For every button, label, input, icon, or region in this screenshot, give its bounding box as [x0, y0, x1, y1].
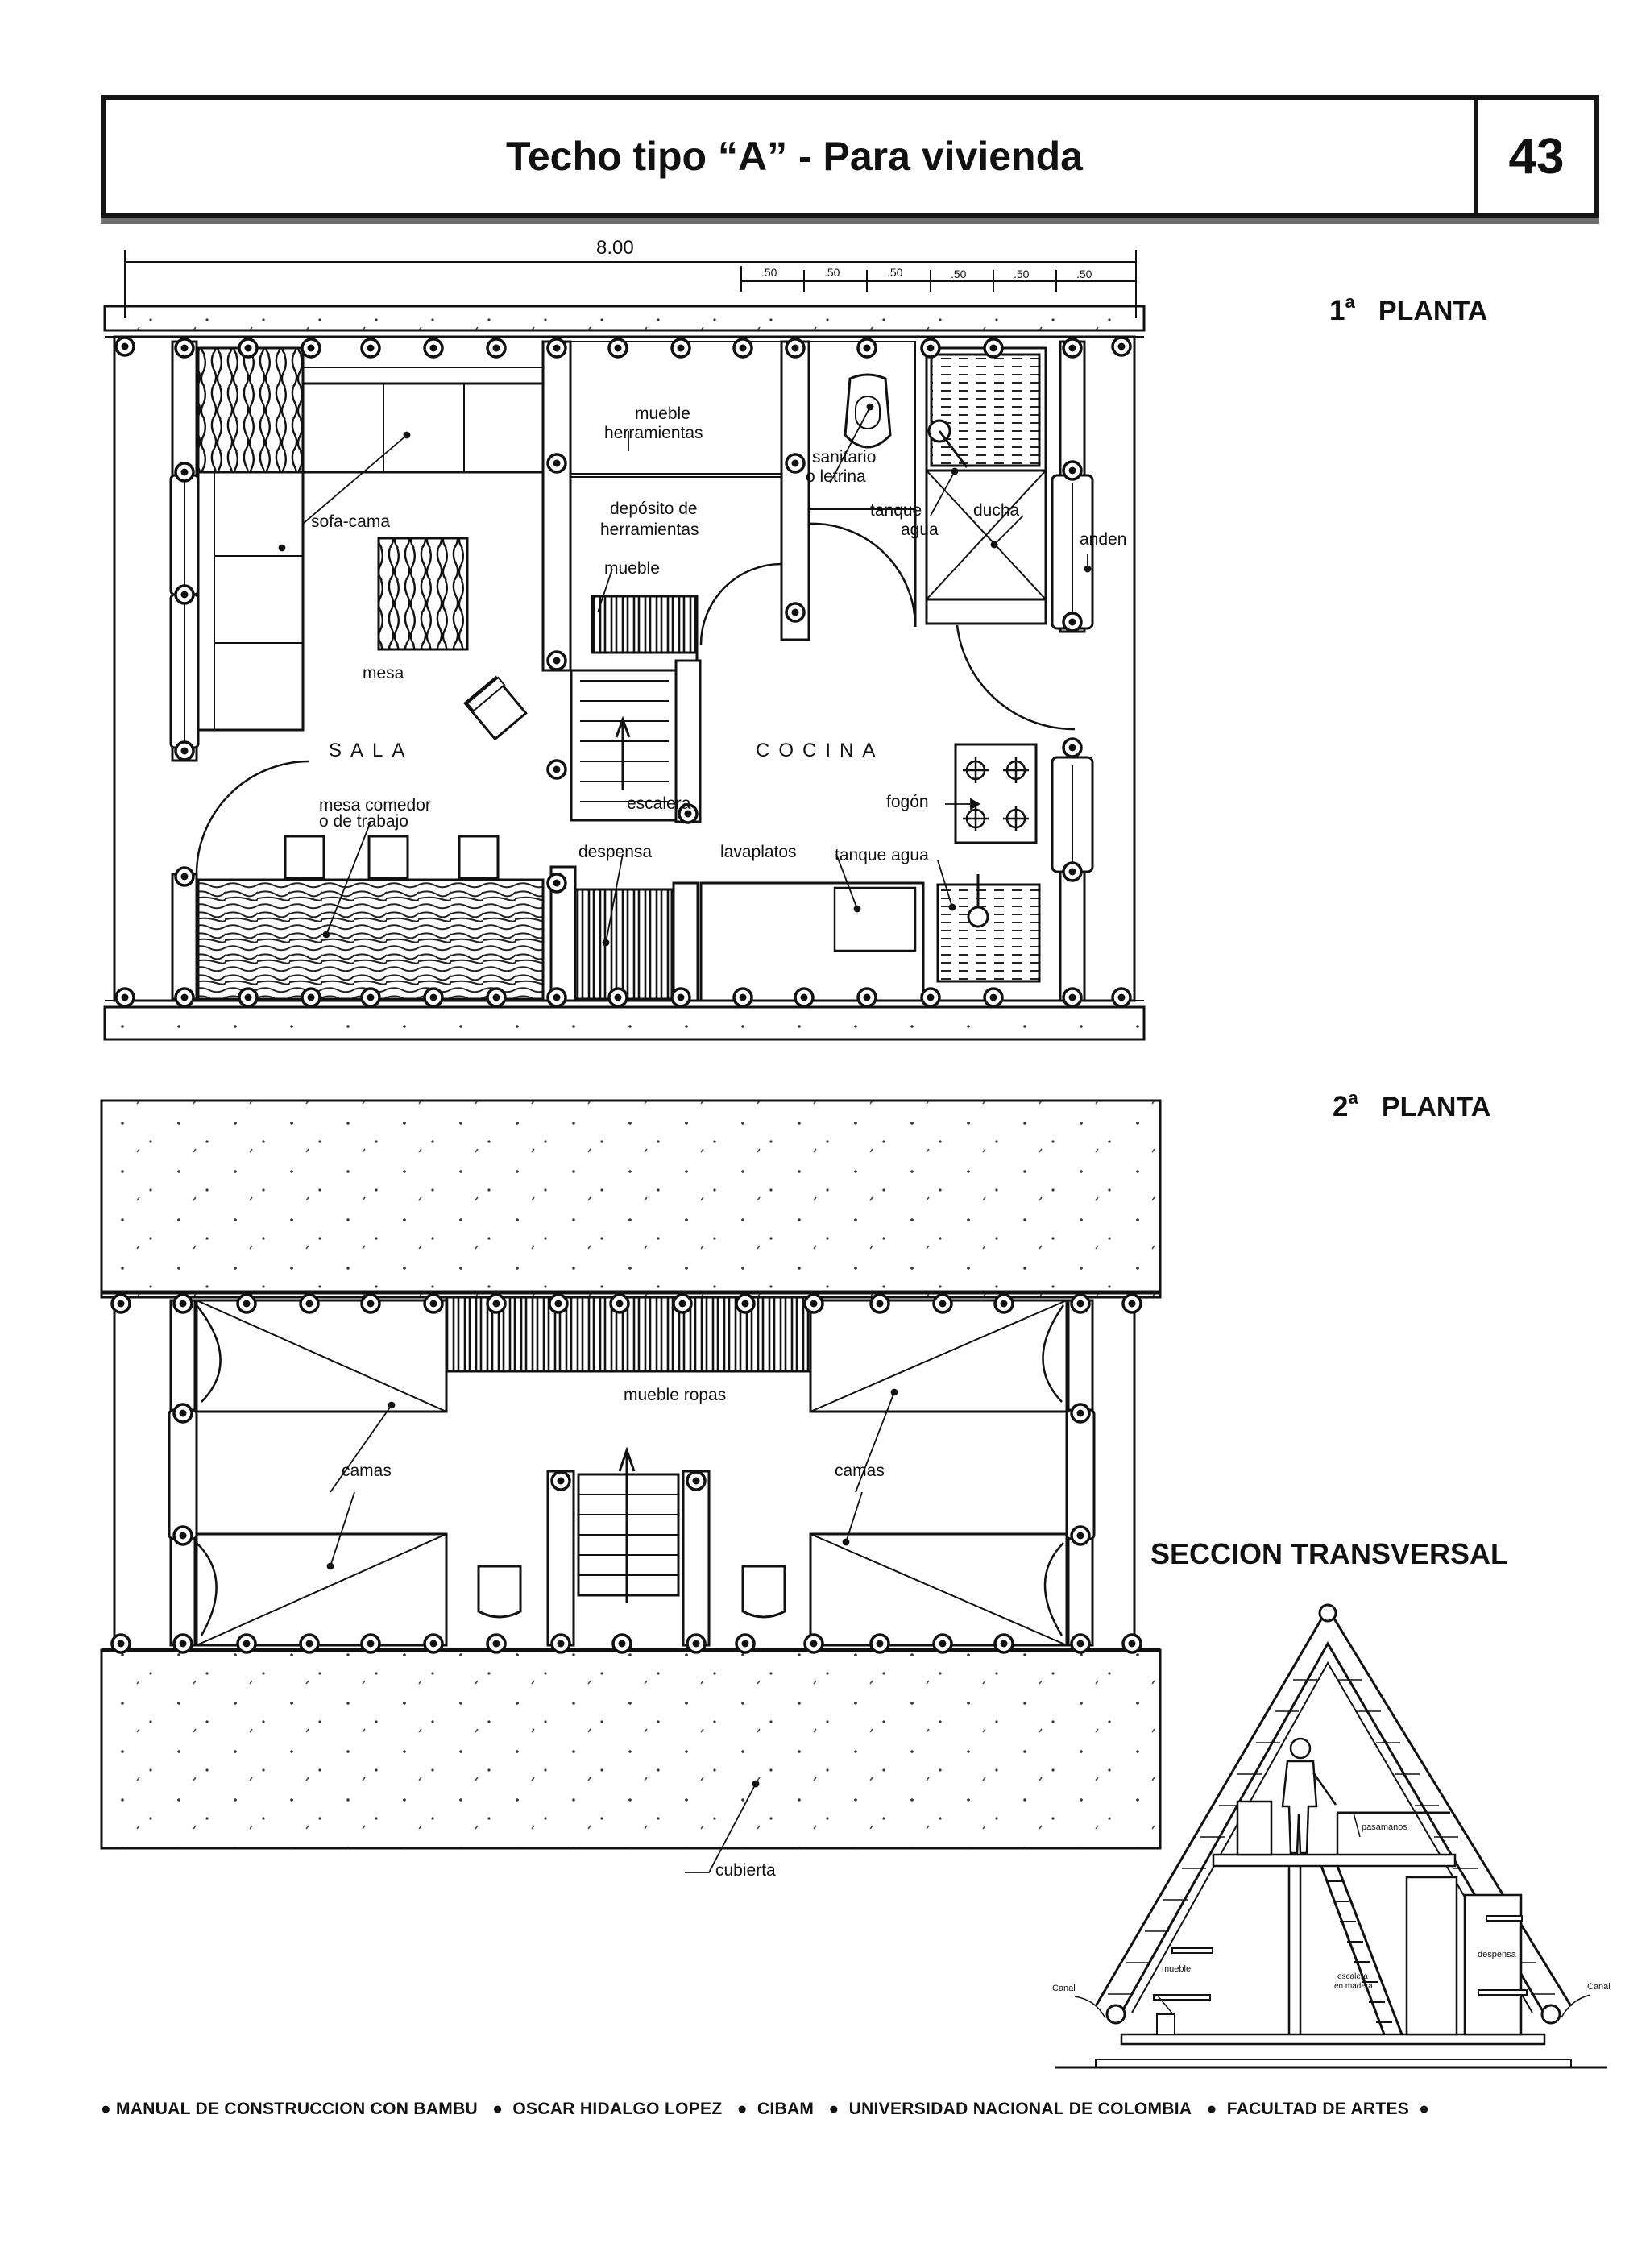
label-tanque-2: agua [901, 520, 939, 539]
label-ducha: ducha [973, 501, 1020, 520]
label-camas-left: camas [342, 1462, 392, 1480]
label-tanque-agua: tanque agua [835, 846, 929, 864]
dimension-segment: .50 [951, 267, 967, 280]
floor2-plan [100, 1099, 1162, 1873]
label-sofa-cama: sofa-cama [311, 512, 391, 531]
label-sala: SALA [329, 740, 414, 761]
page-title: Techo tipo “A” - Para vivienda [506, 134, 1083, 179]
floor1-plan [103, 250, 1146, 1041]
label-canal-right: Canal [1587, 1982, 1611, 1992]
page-number: 43 [1474, 95, 1594, 218]
label-tanque-1: tanque [870, 501, 922, 520]
label-mueble-ropas: mueble ropas [624, 1386, 727, 1404]
label-mueble-herramientas-1: mueble [635, 404, 690, 423]
footer-item: CIBAM [757, 2100, 815, 2118]
floor1-heading-sup: a [1345, 292, 1355, 312]
dimension-total: 8.00 [596, 237, 634, 259]
label-mesa-comedor-2: o de trabajo [319, 812, 408, 831]
footer-item: FACULTAD DE ARTES [1226, 2100, 1410, 2118]
label-section-mueble: mueble [1162, 1964, 1192, 1974]
header-shadow [101, 218, 1599, 224]
dimension-segment: .50 [1076, 267, 1092, 280]
label-escalera: escalera [627, 794, 691, 813]
dimension-segment: .50 [761, 266, 777, 279]
label-anden: anden [1080, 530, 1127, 549]
label-section-escalera-2: en madera [1334, 1982, 1373, 1991]
label-mesa: mesa [363, 664, 404, 682]
page-footer: ●MANUAL DE CONSTRUCCION CON BAMBU ● OSCA… [101, 2100, 1430, 2118]
label-cubierta: cubierta [715, 1861, 776, 1880]
footer-item: MANUAL DE CONSTRUCCION CON BAMBU [115, 2100, 479, 2118]
label-section-despensa: despensa [1478, 1950, 1516, 1959]
label-camas-right: camas [835, 1462, 885, 1480]
label-mueble: mueble [604, 559, 660, 578]
label-sanitario-1: sanitario [812, 448, 877, 466]
page-header: Techo tipo “A” - Para vivienda 43 [101, 95, 1599, 224]
label-section-escalera-1: escalera [1337, 1972, 1368, 1981]
label-fogon: fogón [886, 793, 929, 811]
footer-item: UNIVERSIDAD NACIONAL DE COLOMBIA [848, 2100, 1192, 2118]
floor2-heading-ordinal: 2 [1333, 1091, 1349, 1122]
label-lavaplatos: lavaplatos [720, 843, 797, 861]
footer-item: OSCAR HIDALGO LOPEZ [512, 2100, 723, 2118]
label-deposito-1: depósito de [610, 500, 698, 518]
label-despensa: despensa [578, 843, 653, 861]
dimension-segment: .50 [887, 266, 903, 279]
label-deposito-2: herramientas [600, 520, 699, 539]
floor1-heading-ordinal: 1 [1329, 295, 1345, 326]
label-sanitario-2: o letrina [806, 467, 866, 486]
floor2-heading-sup: a [1348, 1088, 1358, 1108]
label-cocina: COCINA [756, 740, 885, 761]
floor1-heading-text: PLANTA [1378, 296, 1488, 326]
label-canal-left: Canal [1052, 1984, 1076, 1993]
dimension-segment: .50 [1014, 267, 1030, 280]
label-pasamanos: pasamanos [1362, 1822, 1407, 1832]
floor2-heading-text: PLANTA [1381, 1092, 1491, 1122]
cross-section [1055, 1603, 1607, 2069]
floor2-heading: 2a PLANTA [1333, 1088, 1491, 1123]
section-title: SECCION TRANSVERSAL [1150, 1537, 1509, 1570]
floor1-heading: 1a PLANTA [1329, 292, 1488, 327]
label-mueble-herramientas-2: herramientas [604, 424, 703, 442]
dimension-segment: .50 [824, 266, 840, 279]
label-mesa-comedor-1: mesa comedor [319, 796, 431, 815]
